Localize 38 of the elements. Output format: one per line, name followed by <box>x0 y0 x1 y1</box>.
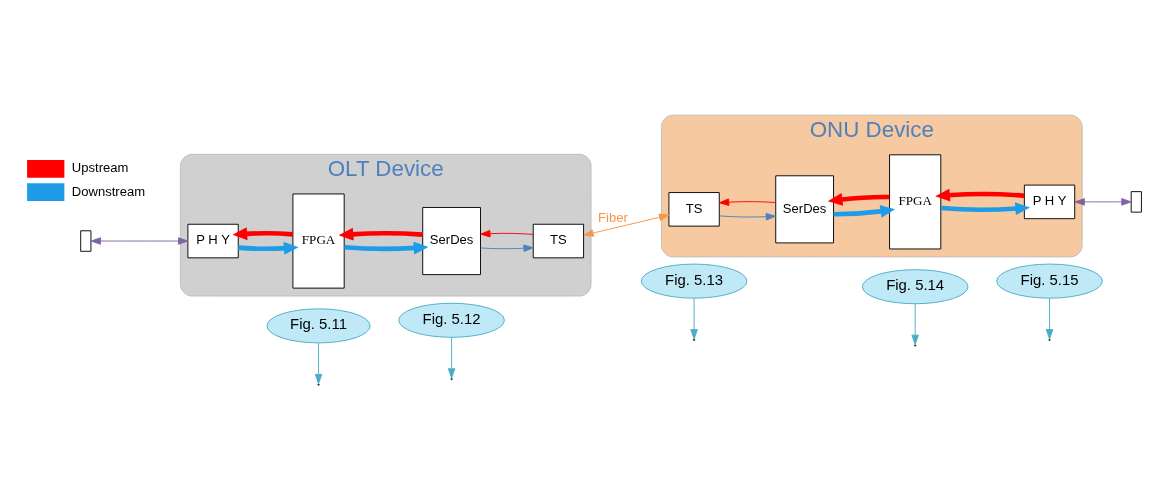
legend-label: Upstream <box>71 159 129 175</box>
node-box: FPGA <box>292 193 345 289</box>
arrow <box>480 244 534 252</box>
node-box <box>1130 190 1142 213</box>
node-box: SerDes <box>422 206 481 275</box>
arrow <box>911 302 919 345</box>
node-ellipse: Fig. 5.14 <box>861 268 969 304</box>
arrow <box>338 227 423 241</box>
edge-label: Fiber <box>598 209 628 225</box>
arrow <box>447 336 456 379</box>
arrow <box>833 204 896 218</box>
arrow <box>718 197 777 206</box>
node-box <box>80 229 92 252</box>
arrow <box>1074 197 1132 206</box>
arrow <box>718 212 777 220</box>
node-ellipse: Fig. 5.11 <box>266 307 371 343</box>
node-box: TS <box>668 191 720 227</box>
arrow <box>314 342 323 384</box>
arrow <box>1045 297 1054 339</box>
arrow <box>583 213 670 237</box>
arrow <box>232 226 293 240</box>
arrow <box>690 297 698 339</box>
node-ellipse: Fig. 5.15 <box>996 263 1103 299</box>
legend-label: Downstream <box>71 183 146 199</box>
arrow <box>344 241 429 254</box>
node-box: P H Y <box>1023 184 1076 219</box>
arrow <box>940 201 1031 215</box>
node-ellipse: Fig. 5.12 <box>398 302 505 338</box>
node-box: TS <box>532 223 585 258</box>
node-ellipse: Fig. 5.13 <box>640 263 748 299</box>
arrow <box>827 192 890 206</box>
arrow <box>90 236 189 245</box>
arrow <box>480 229 534 237</box>
node-box: P H Y <box>187 223 239 258</box>
node-box: SerDes <box>775 174 834 243</box>
node-box: FPGA <box>889 153 942 249</box>
arrow <box>238 241 299 255</box>
arrow <box>935 188 1025 201</box>
